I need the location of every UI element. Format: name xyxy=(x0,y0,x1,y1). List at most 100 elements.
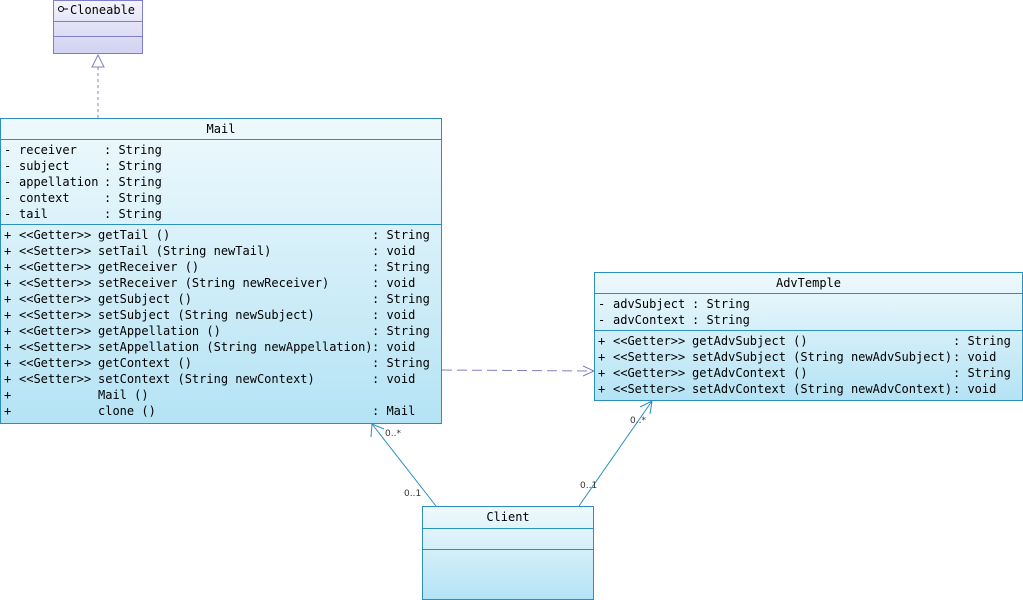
visibility-marker: + xyxy=(598,334,606,348)
operation-stereotype: <<Getter>> xyxy=(19,228,92,242)
operation-row[interactable]: +clone (): Mail xyxy=(4,403,441,419)
visibility-marker: + xyxy=(4,404,12,418)
attribute-type: : String xyxy=(692,297,750,311)
operation-signature: getAdvSubject () xyxy=(692,334,808,348)
visibility-marker: + xyxy=(4,324,12,338)
advtemple-end-multiplicity: 0..* xyxy=(630,416,646,426)
operation-row[interactable]: + <<Getter>> getAdvSubject () : String xyxy=(598,333,1022,349)
operation-row[interactable]: +Mail () xyxy=(4,387,441,403)
cloneable-operations xyxy=(54,37,142,53)
operation-stereotype: <<Getter>> xyxy=(19,260,92,274)
visibility-marker: - xyxy=(4,159,12,173)
attribute-name: advContext xyxy=(613,313,686,327)
operation-row[interactable]: +<<Setter>>setAdvSubject (String newAdvS… xyxy=(598,349,1022,365)
attribute-name: context xyxy=(19,191,70,205)
operation-row[interactable]: +<<Setter>>setReceiver (String newReceiv… xyxy=(4,275,441,291)
visibility-marker: - xyxy=(4,207,12,221)
operation-return-type: : String xyxy=(372,324,430,338)
visibility-marker: + xyxy=(4,260,12,274)
operation-stereotype: <<Getter>> xyxy=(19,292,92,306)
cloneable-header: Cloneable xyxy=(54,1,142,22)
visibility-marker: + xyxy=(4,292,12,306)
attribute-row[interactable]: -tail : String xyxy=(4,206,441,222)
operation-stereotype: <<Setter>> xyxy=(613,350,686,364)
operation-signature: getAdvContext () xyxy=(692,366,808,380)
attribute-row[interactable]: -advContext : String xyxy=(598,312,1022,328)
association-client-advtemple-arrowhead xyxy=(639,400,653,415)
visibility-marker: - xyxy=(598,313,606,327)
realization-arrowhead xyxy=(91,53,105,68)
operation-signature: getSubject () xyxy=(98,292,192,306)
operation-row[interactable]: +<<Getter>>getReceiver (): String xyxy=(4,259,441,275)
operation-stereotype: <<Getter>> xyxy=(613,366,686,380)
operation-return-type: : void xyxy=(372,372,416,386)
operation-signature: setContext (String newContext) xyxy=(98,372,315,386)
client-header: Client xyxy=(423,507,593,529)
advtemple-header: AdvTemple xyxy=(595,273,1022,294)
attribute-row[interactable]: -advSubject: String xyxy=(598,296,1022,312)
attribute-name: receiver xyxy=(19,143,77,157)
operation-return-type: : String xyxy=(953,366,1011,380)
operation-signature: setAdvContext (String newAdvContext) xyxy=(692,382,953,396)
operation-row[interactable]: + <<Setter>> setSubject (String newSubject… xyxy=(4,307,441,323)
operation-row[interactable]: + <<Getter>> getSubject () : String xyxy=(4,291,441,307)
visibility-marker: + xyxy=(598,350,606,364)
attribute-name: tail xyxy=(19,207,48,221)
operation-return-type: : String xyxy=(953,334,1011,348)
visibility-marker: + xyxy=(4,356,12,370)
operation-row[interactable]: +<<Getter>>getAppellation (): String xyxy=(4,323,441,339)
advtemple-attributes: -advSubject: String-advContext : String xyxy=(595,294,1022,331)
attribute-row[interactable]: -subject : String xyxy=(4,158,441,174)
operation-stereotype: <<Setter>> xyxy=(19,308,92,322)
attribute-row[interactable]: -appellation: String xyxy=(4,174,441,190)
operation-stereotype xyxy=(19,403,98,419)
attribute-type: : String xyxy=(104,159,162,173)
visibility-marker: - xyxy=(598,297,606,311)
operation-stereotype: <<Setter>> xyxy=(613,382,686,396)
operation-return-type: : String xyxy=(372,228,430,242)
client-advtemple-end-multiplicity: 0..1 xyxy=(580,481,598,491)
operation-stereotype: <<Setter>> xyxy=(19,340,92,354)
operation-stereotype: <<Getter>> xyxy=(19,356,92,370)
dependency-line[interactable] xyxy=(441,369,595,372)
operation-stereotype: <<Getter>> xyxy=(613,334,686,348)
cloneable-interface[interactable]: Cloneable xyxy=(53,0,143,54)
visibility-marker: + xyxy=(598,366,606,380)
mail-header: Mail xyxy=(1,119,441,140)
operation-row[interactable]: +<<Getter>>getContext (): String xyxy=(4,355,441,371)
attribute-row[interactable]: -context: String xyxy=(4,190,441,206)
attribute-row[interactable]: -receiver: String xyxy=(4,142,441,158)
operation-row[interactable]: +<<Setter>>setAdvContext (String newAdvC… xyxy=(598,381,1022,397)
visibility-marker: + xyxy=(4,308,12,322)
cloneable-name: Cloneable xyxy=(70,3,136,17)
mail-class[interactable]: Mail -receiver: String-subject: String-a… xyxy=(0,118,442,424)
operation-stereotype: <<Setter>> xyxy=(19,372,92,386)
operation-return-type: : void xyxy=(953,382,997,396)
operation-row[interactable]: +<<Setter>>setAppellation (String newApp… xyxy=(4,339,441,355)
operation-signature: getTail () xyxy=(98,228,171,242)
operation-return-type: : String xyxy=(372,260,430,274)
operation-row[interactable]: +<<Setter>>setTail (String newTail): voi… xyxy=(4,243,441,259)
operation-signature: getContext () xyxy=(98,356,192,370)
operation-return-type: : void xyxy=(372,276,416,290)
operation-signature: setTail (String newTail) xyxy=(98,244,272,258)
mail-end-multiplicity: 0..* xyxy=(385,429,401,439)
operation-stereotype: <<Setter>> xyxy=(19,244,92,258)
operation-row[interactable]: +<<Getter>>getTail (): String xyxy=(4,227,441,243)
advtemple-class[interactable]: AdvTemple -advSubject: String-advContext… xyxy=(594,272,1023,401)
client-operations xyxy=(423,550,593,599)
attribute-type: : String xyxy=(104,191,162,205)
operation-row[interactable]: + <<Getter>> getAdvContext () : String xyxy=(598,365,1022,381)
operation-signature: setSubject (String newSubject) xyxy=(98,308,315,322)
operation-return-type: : String xyxy=(372,292,430,306)
attribute-type: : String xyxy=(104,143,162,157)
attribute-name: subject xyxy=(19,159,70,173)
operation-return-type: : void xyxy=(372,340,416,354)
operation-stereotype: <<Setter>> xyxy=(19,276,92,290)
operation-return-type: : Mail xyxy=(372,404,416,418)
operation-row[interactable]: + <<Setter>> setContext (String newContext… xyxy=(4,371,441,387)
attribute-type: : String xyxy=(104,207,162,221)
attribute-type: : String xyxy=(692,313,750,327)
client-class[interactable]: Client xyxy=(422,506,594,600)
visibility-marker: + xyxy=(4,372,12,386)
